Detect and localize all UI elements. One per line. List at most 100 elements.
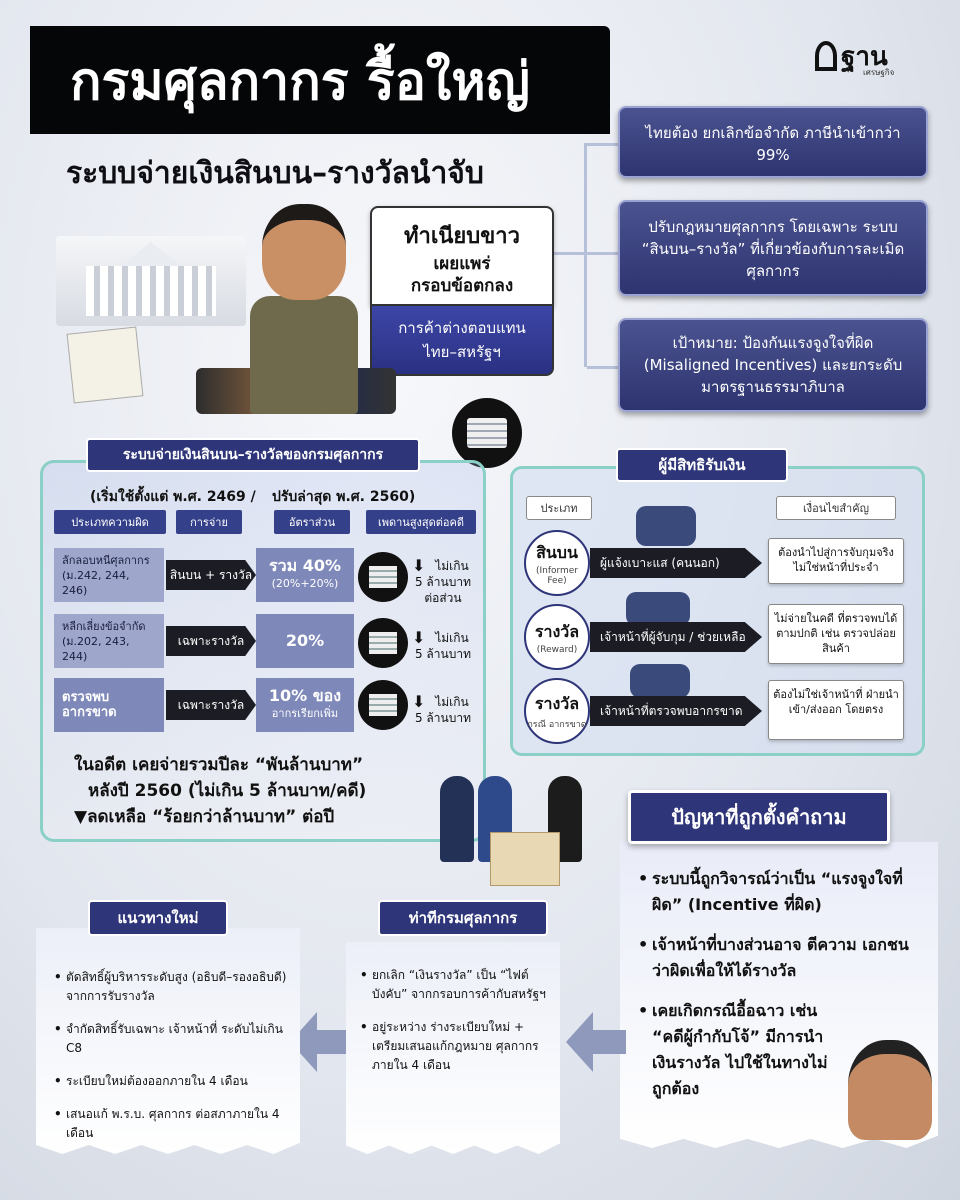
new-approach-heading: แนวทางใหม่	[88, 900, 228, 936]
approach-item: ตัดสิทธิ์ผู้บริหารระดับสูง (อธิบดี–รองอธ…	[54, 968, 290, 1006]
whitehouse-line3: กรอบข้อตกลง	[410, 276, 514, 296]
recipient-condition: ต้องไม่ใช่เจ้าหน้าที่ ฝ่ายนำเข้า/ส่งออก …	[768, 680, 904, 740]
column-header-rate: อัตราส่วน	[274, 510, 350, 534]
recipient-type: รางวัล (Reward)	[524, 604, 590, 670]
officers-illustration	[626, 592, 690, 626]
connector-line	[587, 143, 618, 146]
rate-value: 10% ของ	[268, 686, 342, 705]
info-box-tariff: ไทยต้อง ยกเลิกข้อจำกัด ภาษีนำเข้ากว่า 99…	[618, 106, 928, 178]
recipient-type: รางวัล กรณี อากรขาด	[524, 678, 590, 744]
offense-law: (ม.202, 243, 244)	[62, 634, 130, 663]
action-item: ยกเลิก “เงินรางวัล” เป็น “ไฟต์บังคับ” จา…	[360, 966, 550, 1004]
question-item: เคยเกิดกรณีอื้อฉาว เช่น “คดีผู้กำกับโจ้”…	[638, 998, 924, 1102]
history-note-line3: ▼ลดเหลือ “ร้อยกว่าล้านบาท” ต่อปี	[74, 807, 335, 827]
whitehouse-line2: เผยแพร่	[433, 254, 491, 274]
rate-cell: 10% ของ อากรเรียกเพิ่ม	[256, 678, 354, 732]
approach-item: เสนอแก้ พ.ร.บ. ศุลกากร ต่อสภาภายใน 4 เดื…	[54, 1105, 290, 1143]
payment-type: สินบน + รางวัล	[166, 560, 256, 590]
money-stack-icon	[358, 680, 408, 730]
money-stack-icon	[358, 552, 408, 602]
question-item: เจ้าหน้าที่บางส่วนอาจ ตีความ เอกชนว่าผิด…	[638, 932, 924, 984]
questions-heading: ปัญหาที่ถูกตั้งคำถาม	[628, 790, 890, 844]
recipient-condition: ไม่จ่ายในคดี ที่ตรวจพบได้ตามปกติ เช่น ตร…	[768, 604, 904, 664]
recipient-who: เจ้าหน้าที่ตรวจพบอากรขาด	[590, 696, 762, 726]
since-text: (เริ่มใช้ตั้งแต่ พ.ศ. 2469 /	[90, 489, 256, 505]
connector-line	[587, 252, 618, 255]
questions-panel: ระบบนี้ถูกวิจารณ์ว่าเป็น “แรงจูงใจที่ผิด…	[620, 842, 938, 1148]
rate-sub: อากรเรียกเพิ่ม	[271, 707, 339, 720]
column-header-offense: ประเภทความผิด	[54, 510, 166, 534]
max-line2: 5 ล้านบาท	[414, 647, 471, 661]
recipient-who: ผู้แจ้งเบาะแส (คนนอก)	[590, 548, 762, 578]
history-note-line1: ในอดีต เคยจ่ายรวมปีละ “พันล้านบาท”	[74, 755, 364, 775]
customs-action-heading: ท่าทีกรมศุลกากร	[378, 900, 548, 936]
max-line2: 5 ล้านบาท	[414, 711, 471, 725]
column-header-max: เพดานสูงสุดต่อคดี	[366, 510, 476, 534]
money-stack-icon	[358, 618, 408, 668]
trade-line2: ไทย–สหรัฐฯ	[423, 343, 501, 361]
connector-line	[554, 252, 587, 255]
max-cell: ไม่เกิน 5 ล้านบาท	[410, 694, 476, 726]
rate-value: 20%	[285, 631, 325, 650]
rate-cell: รวม 40% (20%+20%)	[256, 548, 354, 602]
max-line3: ต่อส่วน	[424, 591, 462, 605]
logo-text: ฐาน	[841, 41, 888, 72]
max-line1: ไม่เกิน	[435, 559, 469, 573]
recipient-type-sub: (Reward)	[536, 644, 578, 655]
desk-illustration	[490, 832, 560, 886]
handshake-illustration	[636, 506, 696, 546]
approach-item: ระเบียบใหม่ต้องออกภายใน 4 เดือน	[54, 1072, 290, 1091]
reward-system-heading: ระบบจ่ายเงินสินบน–รางวัลของกรมศุลกากร	[86, 438, 420, 472]
whitehouse-line1: ทำเนียบขาว	[403, 224, 520, 249]
table-row: ตรวจพบ อากรขาด	[54, 678, 164, 732]
offense-name: หลีกเลี่ยงข้อจำกัด	[62, 619, 146, 633]
max-cell: ไม่เกิน 5 ล้านบาท	[410, 630, 476, 662]
action-item: อยู่ระหว่าง ร่างระเบียบใหม่ + เตรียมเสนอ…	[360, 1018, 550, 1075]
recipient-type-sub: กรณี อากรขาด	[527, 719, 587, 730]
white-house-illustration	[56, 236, 246, 326]
recipient-type-name: รางวัล	[534, 621, 580, 641]
main-title: กรมศุลกากร รื้อใหญ่	[30, 26, 610, 134]
arrow-down-icon: ⬇	[412, 628, 426, 647]
offense-law: (ม.242, 244, 246)	[62, 568, 130, 597]
column-header-type: ประเภท	[526, 496, 592, 520]
inspectors-illustration	[630, 664, 690, 698]
approach-item: จำกัดสิทธิ์รับเฉพาะ เจ้าหน้าที่ ระดับไม่…	[54, 1020, 290, 1058]
updated-text: ปรับล่าสุด พ.ศ. 2560)	[272, 489, 416, 505]
payment-type: เฉพาะรางวัล	[166, 626, 256, 656]
logo: ฐาน เศรษฐกิจ	[815, 38, 925, 77]
trade-box: การค้าต่างตอบแทน ไทย–สหรัฐฯ	[370, 306, 554, 376]
arrow-down-icon: ⬇	[412, 556, 426, 575]
recipient-type-name: สินบน	[536, 542, 578, 562]
trade-line1: การค้าต่างตอบแทน	[398, 319, 526, 337]
max-line2: 5 ล้านบาท	[414, 575, 471, 589]
document-illustration	[66, 326, 144, 404]
official-illustration	[244, 204, 364, 414]
max-line1: ไม่เกิน	[435, 695, 469, 709]
table-row: หลีกเลี่ยงข้อจำกัด (ม.202, 243, 244)	[54, 614, 164, 668]
info-box-customs-law: ปรับกฎหมายศุลกากร โดยเฉพาะ ระบบ “สินบน–ร…	[618, 200, 928, 296]
rate-value: รวม 40%	[269, 556, 341, 575]
logo-small-text: เศรษฐกิจ	[863, 68, 895, 77]
connector-line	[587, 366, 618, 369]
offense-name: ตรวจพบ	[62, 690, 110, 705]
recipient-type-sub: (Informer Fee)	[535, 565, 579, 586]
connector-line	[584, 143, 618, 367]
column-header-condition: เงื่อนไขสำคัญ	[776, 496, 896, 520]
column-header-payment: การจ่าย	[176, 510, 242, 534]
offense-name: ลักลอบหนีศุลกากร	[62, 553, 150, 567]
recipient-who: เจ้าหน้าที่ผู้จับกุม / ช่วยเหลือ	[590, 622, 762, 652]
officer-portrait	[848, 1040, 932, 1140]
info-box-goal: เป้าหมาย: ป้องกันแรงจูงใจที่ผิด (Misalig…	[618, 318, 928, 412]
max-line1: ไม่เกิน	[435, 631, 469, 645]
whitehouse-box: ทำเนียบขาว เผยแพร่ กรอบข้อตกลง	[370, 206, 554, 306]
new-approach-panel: ตัดสิทธิ์ผู้บริหารระดับสูง (อธิบดี–รองอธ…	[36, 928, 300, 1154]
recipient-condition: ต้องนำไปสู่การจับกุมจริง ไม่ใช่หน้าที่ปร…	[768, 538, 904, 584]
question-item: ระบบนี้ถูกวิจารณ์ว่าเป็น “แรงจูงใจที่ผิด…	[638, 866, 924, 918]
payment-type: เฉพาะรางวัล	[166, 690, 256, 720]
max-cell: ไม่เกิน 5 ล้านบาท ต่อส่วน	[410, 558, 476, 606]
rate-cell: 20%	[256, 614, 354, 668]
ribbon-icon	[815, 41, 837, 71]
history-note-line2: หลังปี 2560 (ไม่เกิน 5 ล้านบาท/คดี)	[88, 781, 367, 801]
offense-law: อากรขาด	[62, 705, 117, 720]
